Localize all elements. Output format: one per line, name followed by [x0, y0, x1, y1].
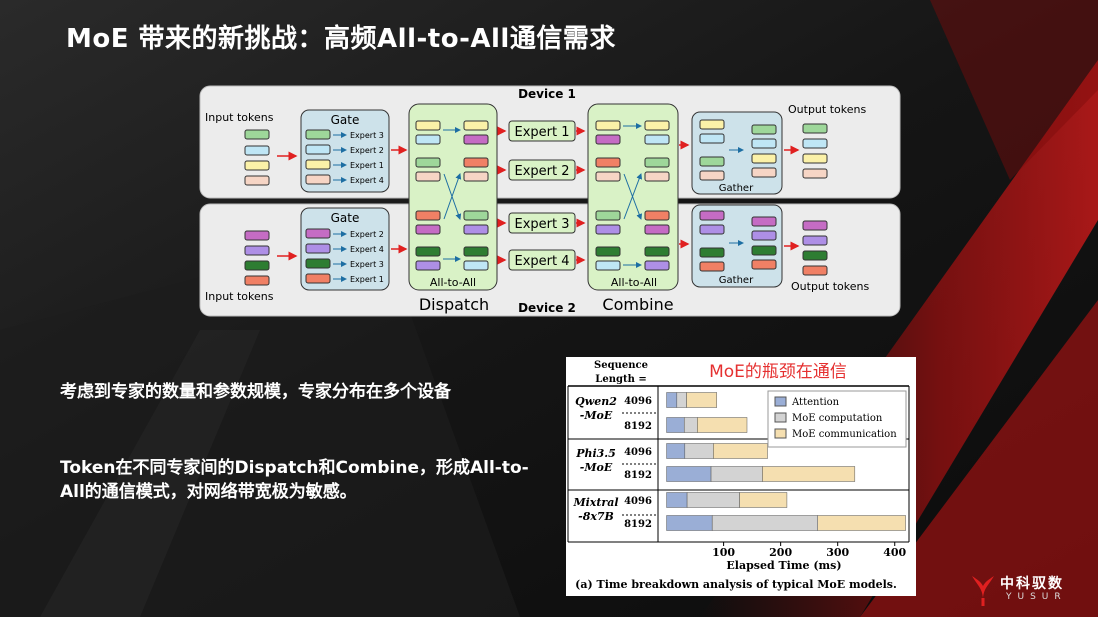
legend-box — [767, 390, 907, 448]
bar-moe-computation — [686, 492, 740, 508]
row-header-1: Sequence — [594, 360, 648, 371]
svg-text:Expert 3: Expert 3 — [350, 131, 384, 140]
svg-text:Expert 4: Expert 4 — [350, 176, 384, 185]
svg-text:Expert 1: Expert 1 — [514, 125, 569, 140]
x-tick-label: 100 — [712, 546, 735, 559]
bar-moe-communication — [739, 492, 788, 508]
gather-2-label: Gather — [719, 275, 754, 286]
svg-text:Expert 4: Expert 4 — [350, 245, 384, 254]
output-tokens-2 — [802, 220, 828, 276]
legend-label: MoE communication — [792, 429, 897, 440]
x-tick-label: 300 — [826, 546, 849, 559]
gate-1-label: Gate — [331, 113, 360, 127]
model-group-label: Qwen2 — [575, 395, 617, 408]
model-group-label: Phi3.5 — [575, 447, 616, 460]
bar-attention — [666, 417, 685, 433]
model-group-label: -MoE — [580, 409, 613, 422]
input-tokens-1 — [244, 129, 270, 186]
gate-2-routes: Expert 2 Expert 4 Expert 3 Expert 1 — [305, 228, 384, 284]
moe-all-to-all-diagram: Device 1 Device 2 Input tokens Input tok… — [199, 85, 901, 317]
legend-swatch — [774, 396, 787, 407]
bar-moe-computation — [684, 443, 714, 459]
logo-cn: 中科驭数 — [1000, 576, 1064, 592]
input-tokens-label-1: Input tokens — [205, 111, 274, 124]
model-group-label: -8x7B — [578, 510, 614, 523]
seq-length-label: 8192 — [624, 421, 652, 432]
company-logo: 中科驭数 YUSUR — [968, 572, 1078, 608]
svg-text:Expert 1: Expert 1 — [350, 161, 384, 170]
time-breakdown-chart: MoE的瓶颈在通信 Sequence Length = 4096 8192 4096… — [566, 357, 916, 596]
output-tokens-1 — [802, 123, 828, 179]
row-header-2: Length = — [595, 374, 646, 385]
bar-moe-computation — [683, 417, 698, 433]
bar-attention — [666, 515, 713, 531]
logo-en: YUSUR — [1006, 592, 1067, 602]
model-group-label: -MoE — [580, 461, 613, 474]
bar-moe-communication — [713, 443, 768, 459]
svg-text:Expert 4: Expert 4 — [514, 254, 569, 269]
gate-1-routes: Expert 3 Expert 2 Expert 1 Expert 4 — [305, 129, 384, 185]
svg-text:Expert 1: Expert 1 — [350, 275, 384, 284]
svg-text:Expert 2: Expert 2 — [350, 146, 384, 155]
gate-2-label: Gate — [331, 211, 360, 225]
gather-2-tokens — [699, 210, 777, 272]
legend-label: MoE computation — [792, 413, 883, 424]
slide-title: MoE 带来的新挑战：高频All-to-All通信需求 — [66, 24, 616, 54]
bar-moe-communication — [697, 417, 748, 433]
bar-moe-computation — [710, 466, 763, 482]
yusur-logo-icon — [972, 576, 994, 606]
dispatch-label: Dispatch — [419, 295, 489, 314]
bar-attention — [666, 492, 688, 508]
expert-1-box: Expert 1 — [508, 120, 576, 142]
legend-swatch — [774, 428, 787, 439]
bar-moe-computation — [676, 392, 687, 408]
seq-length-label: 8192 — [624, 519, 652, 530]
output-tokens-label-2: Output tokens — [791, 280, 869, 293]
device1-label: Device 1 — [518, 87, 576, 101]
bar-moe-computation — [711, 515, 818, 531]
bar-moe-communication — [817, 515, 906, 531]
bar-attention — [666, 443, 686, 459]
legend-label: Attention — [791, 397, 840, 408]
chart-xlabel: Elapsed Time (ms) — [726, 559, 841, 572]
gather-1-label: Gather — [719, 183, 754, 194]
chart-caption: (a) Time breakdown analysis of typical M… — [575, 578, 897, 591]
seq-length-label: 8192 — [624, 470, 652, 481]
expert-3-box: Expert 3 — [508, 212, 576, 234]
seq-length-label: 4096 — [624, 447, 652, 458]
svg-text:Expert 3: Expert 3 — [514, 217, 569, 232]
svg-text:Expert 2: Expert 2 — [514, 164, 569, 179]
legend-swatch — [774, 412, 787, 423]
dispatch-all-to-all — [408, 103, 498, 291]
svg-text:Expert 3: Expert 3 — [350, 260, 384, 269]
x-tick-label: 400 — [883, 546, 906, 559]
bar-attention — [666, 466, 712, 482]
device2-label: Device 2 — [518, 301, 576, 315]
bar-attention — [666, 392, 678, 408]
seq-length-label: 4096 — [624, 396, 652, 407]
dispatch-a2a-label: All-to-All — [430, 276, 476, 289]
combine-a2a-label: All-to-All — [611, 276, 657, 289]
combine-label: Combine — [602, 295, 673, 314]
output-tokens-label-1: Output tokens — [788, 103, 866, 116]
seq-length-label: 4096 — [624, 496, 652, 507]
bar-moe-communication — [686, 392, 718, 408]
input-tokens-label-2: Input tokens — [205, 290, 274, 303]
expert-4-box: Expert 4 — [508, 249, 576, 271]
chart-title: MoE的瓶颈在通信 — [709, 362, 847, 382]
gather-1-tokens — [699, 119, 777, 181]
svg-text:Expert 2: Expert 2 — [350, 230, 384, 239]
input-tokens-2 — [244, 230, 270, 286]
model-group-label: Mixtral — [572, 496, 618, 509]
bullet-all-to-all: Token在不同专家间的Dispatch和Combine，形成All-to-Al… — [60, 458, 529, 502]
x-tick-label: 200 — [769, 546, 792, 559]
dispatch-tokens — [415, 120, 489, 271]
bar-moe-communication — [762, 466, 856, 482]
combine-tokens — [595, 120, 670, 271]
bullet-expert-distribution: 考虑到专家的数量和参数规模，专家分布在多个设备 — [60, 382, 451, 402]
expert-2-box: Expert 2 — [508, 159, 576, 181]
